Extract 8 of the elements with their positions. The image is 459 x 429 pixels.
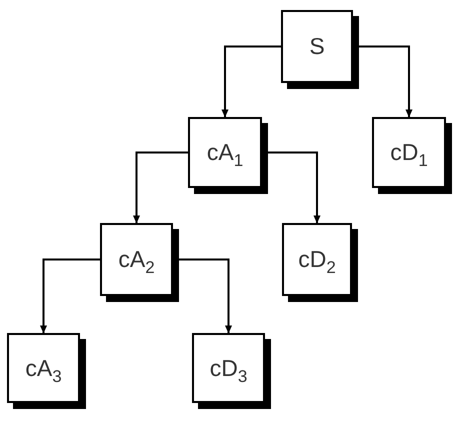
arrow (133, 152, 188, 224)
arrow (222, 46, 281, 118)
node-label: cA$_{1}$ (206, 141, 244, 164)
node-label: cD$_{1}$ (390, 141, 428, 164)
arrow (40, 258, 100, 334)
node-label: S (309, 35, 325, 58)
node-label: cD$_{2}$ (298, 248, 336, 271)
node-label: cA$_{2}$ (118, 248, 155, 271)
